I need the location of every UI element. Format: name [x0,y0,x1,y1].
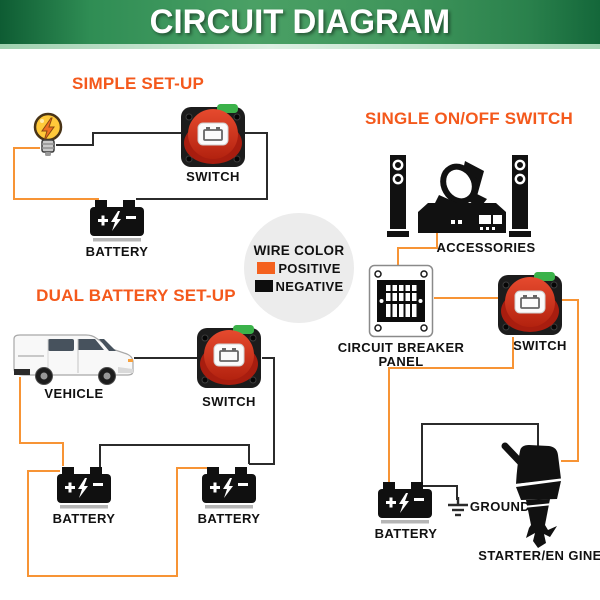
battery-icon-dual-right [200,467,258,509]
wire-positive-vehicle-to-battery1 [19,377,64,466]
battery-switch-icon-simple [180,103,246,169]
breaker-label-line1: CIRCUIT BREAKER [337,340,465,355]
header-banner: CIRCUIT DIAGRAM [0,0,600,44]
battery-icon-simple [88,200,146,242]
single-battery-label: BATTERY [374,526,438,541]
wire-negative-battery-to-ground [422,485,458,500]
negative-swatch [254,280,273,292]
positive-label: POSITIVE [278,260,341,276]
dual-battery-left-label: BATTERY [52,511,116,526]
page-title: CIRCUIT DIAGRAM [149,2,451,41]
wire-positive-switch-to-battery-right [388,337,514,484]
single-switch-heading: SINGLE ON/OFF SWITCH [365,109,573,128]
battery-icon-single [376,482,434,524]
ground-symbol-icon [448,497,468,517]
wire-positive-switch-to-starter [556,299,579,462]
wire-positive-battery1-to-battery2 [27,467,210,577]
light-bulb-icon [33,112,63,156]
wire-positive-accessories-to-panel [397,233,438,265]
single-switch-label: SWITCH [513,338,567,353]
vehicle-icon [13,334,134,385]
wire-positive-bulb-to-battery [13,147,99,200]
wire-negative-battery-to-starter [421,423,539,483]
starter-engine-icon [501,442,564,548]
positive-swatch [257,262,276,274]
circuit-breaker-panel-icon [368,264,434,338]
banner-accent-strip [0,44,600,49]
wire-negative-switch-to-battery [136,132,268,200]
battery-switch-icon-single [497,271,563,337]
positive-wires [13,147,579,577]
negative-label: NEGATIVE [275,278,344,294]
accessories-icon [387,155,531,237]
dual-battery-right-label: BATTERY [197,511,261,526]
legend-row-negative: NEGATIVE [254,278,344,294]
negative-wires [56,132,539,500]
simple-switch-label: SWITCH [186,169,240,184]
legend-row-positive: POSITIVE [257,261,340,276]
wire-color-legend: WIRE COLOR POSITIVE NEGATIVE [244,213,354,323]
wire-negative-bulb-to-switch [56,132,181,146]
accessories-label: ACCESSORIES [436,240,536,255]
battery-switch-icon-dual [196,324,262,390]
breaker-label-line2: PANEL [378,354,424,369]
legend-title: WIRE COLOR [253,242,345,258]
simple-battery-label: BATTERY [85,244,149,259]
battery-icon-dual-left [55,467,113,509]
vehicle-label: VEHICLE [44,386,104,401]
dual-battery-heading: DUAL BATTERY SET-UP [36,286,236,305]
starter-engine-label: STARTER/EN GINE [478,548,600,563]
wire-negative-switch-to-battery2 [249,357,275,465]
simple-setup-heading: SIMPLE SET-UP [71,74,205,93]
dual-switch-label: SWITCH [202,394,256,409]
wire-negative-battery1-to-battery2 [99,444,250,467]
ground-label: GROUND [469,499,531,514]
circuit-breaker-panel-label: CIRCUIT BREAKER PANEL [338,341,465,369]
